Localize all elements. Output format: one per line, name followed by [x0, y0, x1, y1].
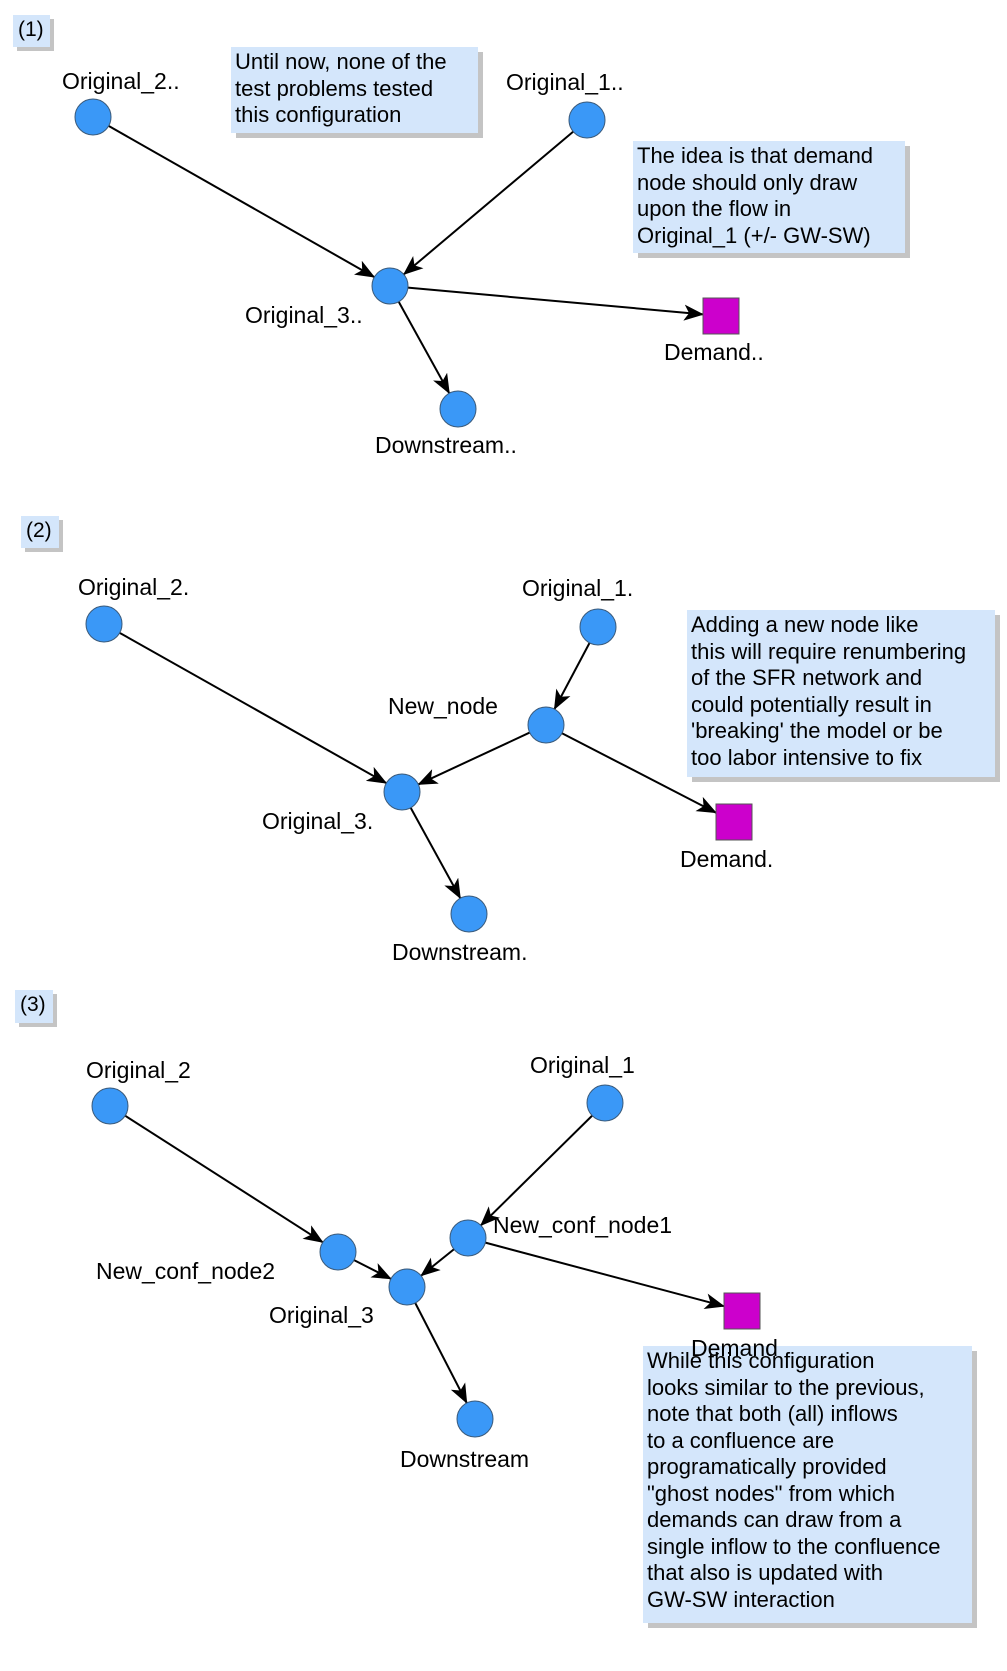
edge-p2-new-node-to-original-3: [417, 731, 531, 786]
edge-p2-original-3-to-downstream: [409, 807, 462, 900]
node-p3-new-conf-node1: [449, 1219, 487, 1257]
label-p1-original-3: Original_3..: [245, 302, 363, 328]
node-p3-original-2: [91, 1087, 129, 1125]
label-p1-original-2: Original_2..: [62, 68, 180, 94]
edge-p1-original-2-to-original-3: [108, 125, 376, 278]
edge-p3-new-conf-node1-to-demand: [485, 1241, 725, 1310]
node-p2-original-1: [579, 608, 617, 646]
node-p1-demand: [702, 297, 740, 335]
label-p2-original-1: Original_1.: [522, 575, 634, 601]
node-p2-downstream: [450, 895, 488, 933]
node-p2-new-node: [527, 706, 565, 744]
node-p3-original-1: [586, 1084, 624, 1122]
panel-1-note-untested: Until now, none of the test problems tes…: [231, 47, 478, 133]
label-p3-original-3: Original_3: [269, 1302, 374, 1328]
label-p3-demand: Demand: [691, 1335, 778, 1361]
node-p1-downstream: [439, 390, 477, 428]
node-p2-original-3: [383, 773, 421, 811]
panel-2-note-renumbering: Adding a new node like this will require…: [687, 610, 995, 777]
label-p3-new-conf-node2: New_conf_node2: [96, 1258, 276, 1284]
node-p2-original-2: [85, 605, 123, 643]
node-p1-original-1: [568, 101, 606, 139]
node-p3-demand: [723, 1292, 761, 1330]
label-p2-demand: Demand.: [680, 846, 774, 872]
node-p3-original-3: [388, 1268, 426, 1306]
edge-p2-new-node-to-demand: [561, 732, 717, 814]
label-p3-original-1: Original_1: [530, 1052, 635, 1078]
node-p1-original-3: [371, 267, 409, 305]
panel-2-tag: (2): [21, 516, 59, 548]
edge-p2-original-2-to-original-3: [119, 631, 388, 785]
edge-p1-original-1-to-original-3: [403, 130, 574, 276]
edge-p3-original-2-to-new-conf-node2: [124, 1114, 324, 1244]
label-p1-demand: Demand..: [664, 339, 764, 365]
edge-p3-new-conf-node2-to-original-3: [353, 1259, 392, 1280]
edge-p3-original-3-to-downstream: [414, 1302, 468, 1404]
panel-1-tag: (1): [13, 15, 50, 47]
label-p3-new-conf-node1: New_conf_node1: [493, 1212, 673, 1238]
edge-p2-original-1-to-new-node: [553, 642, 591, 710]
label-p3-original-2: Original_2: [86, 1057, 191, 1083]
panel-3-tag: (3): [15, 990, 53, 1023]
label-p2-downstream: Downstream.: [392, 939, 528, 965]
label-p2-new-node: New_node: [388, 693, 498, 719]
node-p2-demand: [715, 803, 753, 841]
edge-p1-original-3-to-downstream: [397, 301, 451, 395]
panel-1-note-demand-idea: The idea is that demand node should only…: [633, 141, 905, 253]
panel-3-note-ghost-nodes: While this configuration looks similar t…: [643, 1346, 972, 1623]
label-p1-original-1: Original_1..: [506, 69, 624, 95]
label-p2-original-3: Original_3.: [262, 808, 374, 834]
label-p2-original-2: Original_2.: [78, 574, 190, 600]
node-p3-new-conf-node2: [319, 1233, 357, 1271]
label-p3-downstream: Downstream: [400, 1446, 530, 1472]
node-p3-downstream: [456, 1400, 494, 1438]
edge-p3-original-1-to-new-conf-node1: [480, 1114, 593, 1227]
edge-p3-new-conf-node1-to-original-3: [420, 1248, 455, 1277]
label-p1-downstream: Downstream..: [375, 432, 517, 458]
edge-p1-original-3-to-demand: [407, 286, 704, 321]
node-p1-original-2: [74, 98, 112, 136]
